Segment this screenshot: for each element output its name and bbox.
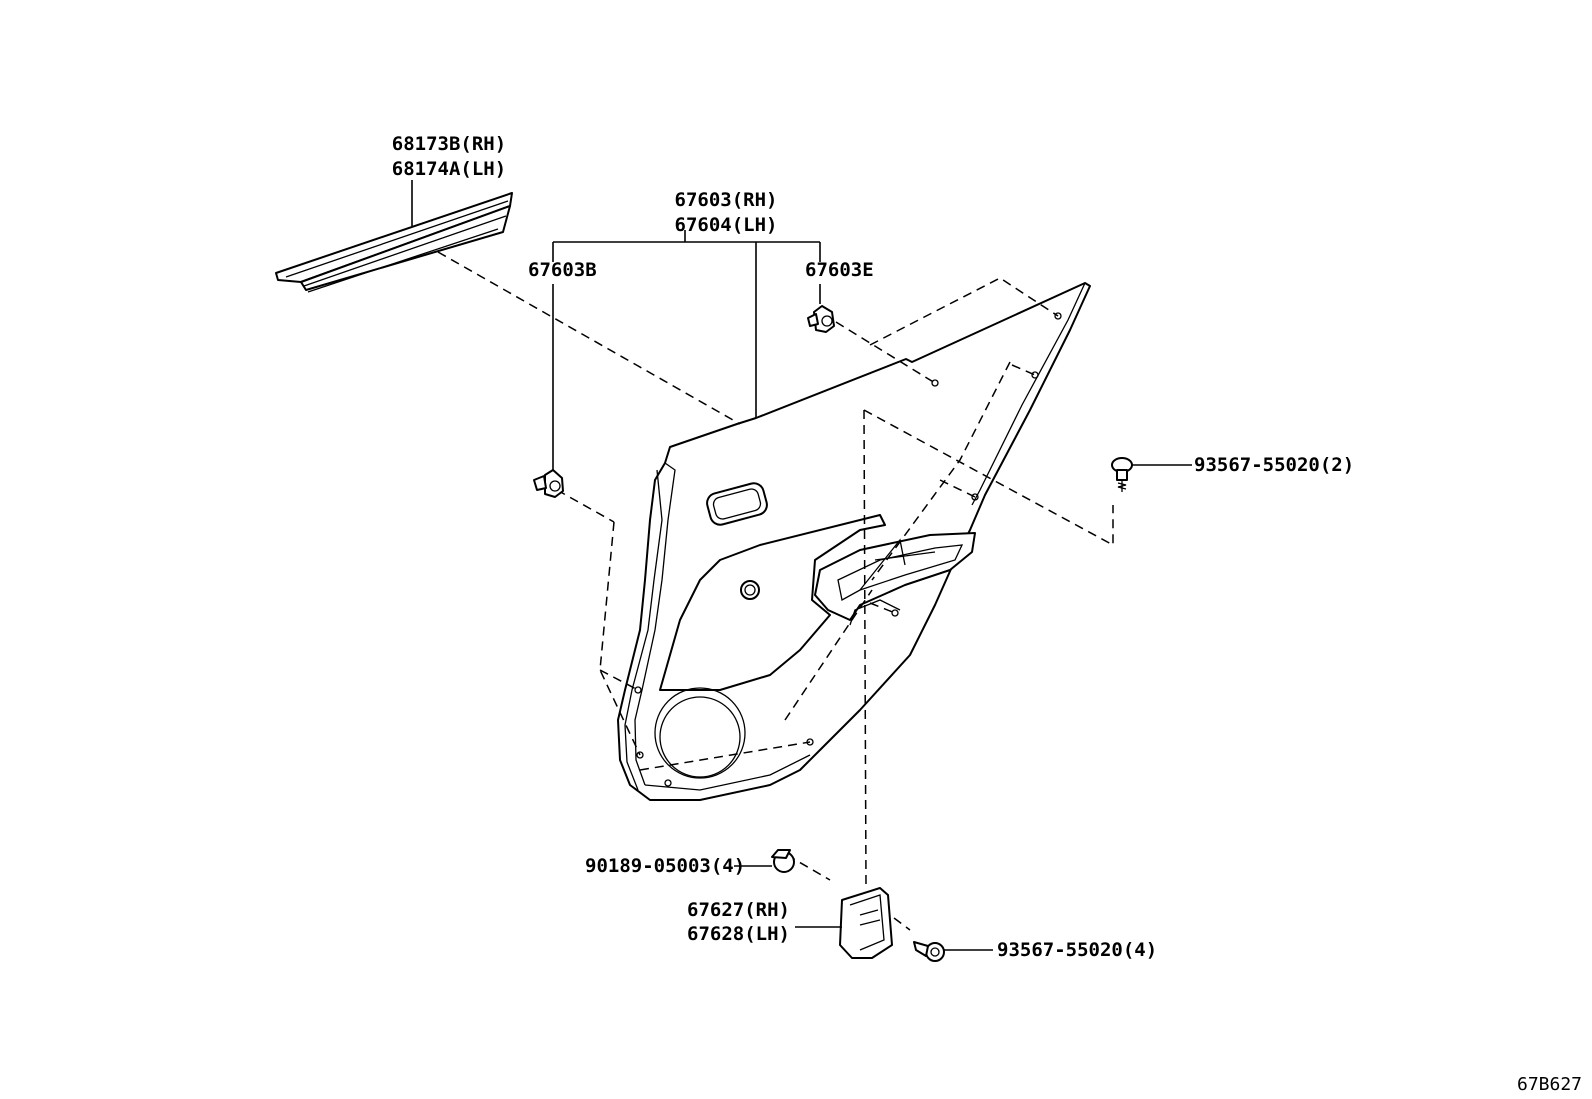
label-clip-lower: 90189-05003(4) [585, 855, 746, 877]
label-molding-lh: 68174A(LH) [391, 158, 507, 180]
push-clip-icon-67603e [807, 305, 835, 333]
push-clip-icon-67603b [533, 469, 564, 498]
label-bracket-lh: 67628(LH) [687, 923, 790, 945]
label-screw-lower: 93567-55020(4) [997, 939, 1158, 961]
label-trim-rh: 67603(RH) [674, 189, 778, 211]
belt-molding [275, 180, 513, 293]
screw-icon-upper [1111, 457, 1192, 492]
label-clip-e: 67603E [805, 259, 874, 281]
diagram-reference-code: 67B627 [1517, 1074, 1583, 1095]
door-trim-board [617, 282, 1091, 801]
armrest-bracket [795, 887, 893, 959]
trim-leader-bracket [552, 230, 821, 470]
label-screw-upper: 93567-55020(2) [1194, 454, 1355, 476]
label-bracket-rh: 67627(RH) [687, 899, 790, 921]
label-molding-rh: 68173B(RH) [391, 133, 507, 155]
label-trim-lh: 67604(LH) [674, 214, 778, 236]
label-clip-b: 67603B [528, 259, 597, 281]
grommet-icon-lower [734, 849, 795, 873]
screw-icon-lower [913, 941, 993, 962]
